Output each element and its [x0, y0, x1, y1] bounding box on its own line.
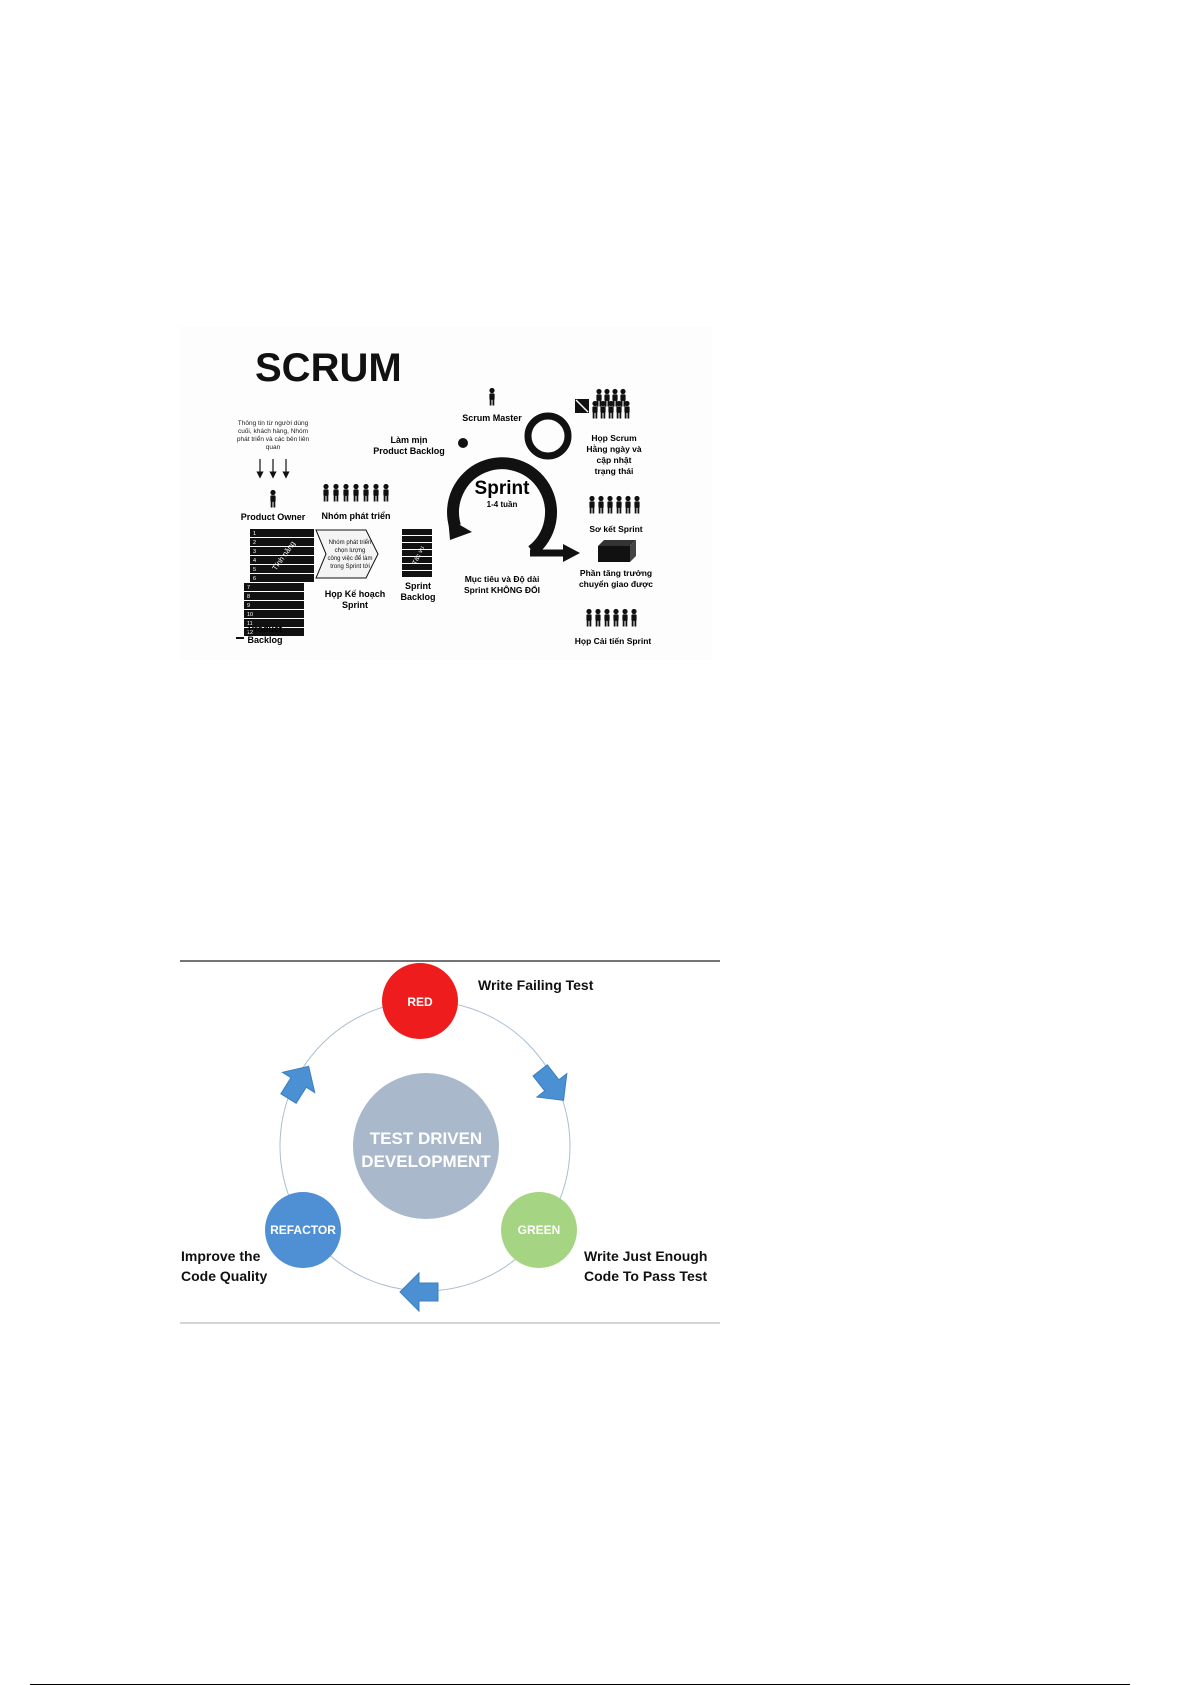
svg-text:Sprint KHÔNG ĐỔI: Sprint KHÔNG ĐỔI — [464, 584, 540, 595]
svg-text:quan: quan — [266, 444, 281, 451]
svg-text:cập nhật: cập nhật — [597, 455, 632, 465]
svg-text:Mục tiêu và Độ dài: Mục tiêu và Độ dài — [465, 574, 540, 584]
svg-text:Backlog: Backlog — [400, 592, 435, 602]
svg-text:8: 8 — [247, 594, 250, 600]
red-label: RED — [407, 995, 433, 1009]
sprint-planning-label: Họp Kế hoạch Sprint — [325, 589, 386, 610]
arrow-green-to-refactor-icon — [399, 1271, 439, 1313]
red-circle — [382, 963, 458, 1039]
sprint-duration: 1-4 tuần — [487, 500, 518, 509]
svg-text:Product: Product — [248, 624, 282, 634]
retrospective-label: Họp Cải tiến Sprint — [575, 636, 652, 646]
dev-team-icon — [323, 483, 389, 502]
svg-text:Product Backlog: Product Backlog — [373, 446, 445, 456]
scrum-title: SCRUM — [255, 346, 402, 390]
sprint-review-label: Sơ kết Sprint — [589, 524, 642, 534]
svg-text:Thông tin từ người dùng: Thông tin từ người dùng — [238, 420, 309, 427]
product-backlog-label: Product Backlog — [247, 624, 282, 645]
retrospective-icon — [586, 608, 637, 627]
svg-text:trong Sprint tới: trong Sprint tới — [330, 564, 370, 570]
svg-text:Code Quality: Code Quality — [181, 1268, 268, 1284]
svg-text:Phần tăng trưởng: Phần tăng trưởng — [580, 568, 652, 578]
svg-text:trạng thái: trạng thái — [595, 466, 634, 476]
svg-text:Nhóm phát triển: Nhóm phát triển — [329, 539, 372, 546]
cycle-arrows — [280, 1064, 568, 1313]
green-caption: Write Just Enough Code To Pass Test — [584, 1248, 708, 1284]
svg-text:phát triển và các bên liên: phát triển và các bên liên — [237, 435, 310, 443]
dev-team-label: Nhóm phát triển — [322, 511, 391, 521]
scrum-master-icon — [489, 387, 495, 406]
svg-text:Hằng ngày và: Hằng ngày và — [586, 443, 642, 454]
scrum-diagram: SCRUM Thông tin từ người dùng cuối, khác… — [180, 326, 712, 660]
svg-text:Sprint: Sprint — [405, 581, 431, 591]
arrow-red-to-green-icon — [532, 1064, 568, 1101]
svg-text:Họp Kế hoạch: Họp Kế hoạch — [325, 589, 386, 599]
refactor-caption: Improve the Code Quality — [181, 1248, 268, 1284]
svg-text:cuối, khách hàng, Nhóm: cuối, khách hàng, Nhóm — [238, 426, 308, 435]
refine-backlog-label: Làm mịn Product Backlog — [373, 435, 445, 456]
sprint-backlog-label: Sprint Backlog — [400, 581, 435, 602]
svg-text:2: 2 — [253, 540, 256, 546]
svg-text:12: 12 — [247, 630, 253, 636]
sprint-backlog-stack — [402, 529, 432, 577]
svg-text:10: 10 — [247, 612, 253, 618]
tdd-diagram: TEST DRIVEN DEVELOPMENT RED GREEN REFACT… — [180, 960, 720, 1324]
tdd-center-circle — [353, 1073, 499, 1219]
refactor-circle — [265, 1192, 341, 1268]
svg-text:9: 9 — [247, 603, 250, 609]
svg-text:DEVELOPMENT: DEVELOPMENT — [361, 1152, 491, 1171]
product-owner-label: Product Owner — [241, 512, 306, 522]
svg-text:5: 5 — [253, 567, 256, 573]
product-owner-icon — [270, 489, 276, 508]
input-info: Thông tin từ người dùng cuối, khách hàng… — [237, 420, 310, 451]
sprint-label: Sprint — [475, 478, 531, 499]
selection-chevron — [315, 529, 379, 579]
daily-scrum-icon — [575, 388, 630, 419]
increment-box-icon — [598, 540, 636, 562]
sprint-goal-label: Mục tiêu và Độ dài Sprint KHÔNG ĐỔI — [464, 574, 540, 595]
tdd-center-label: TEST DRIVEN DEVELOPMENT — [361, 1129, 491, 1171]
svg-text:1: 1 — [253, 531, 256, 537]
svg-text:6: 6 — [253, 576, 256, 582]
arrow-refactor-to-red-icon — [280, 1065, 316, 1105]
svg-text:4: 4 — [253, 558, 256, 564]
svg-text:Họp Scrum: Họp Scrum — [591, 433, 637, 443]
svg-text:Sprint: Sprint — [342, 600, 368, 610]
green-circle — [501, 1192, 577, 1268]
backlog-numbers: 1 2 3 4 5 6 7 8 9 10 11 12 — [247, 531, 256, 636]
green-label: GREEN — [518, 1223, 561, 1237]
product-backlog-stack — [236, 529, 314, 639]
dev-team-selects-text: Nhóm phát triển chọn lượng công việc để … — [327, 539, 372, 570]
sprint-loop — [447, 412, 580, 562]
red-caption: Write Failing Test — [478, 977, 594, 993]
svg-text:3: 3 — [253, 549, 256, 555]
daily-scrum-label: Họp Scrum Hằng ngày và cập nhật trạng th… — [586, 433, 642, 476]
svg-text:Làm mịn: Làm mịn — [390, 435, 427, 445]
svg-text:chọn lượng: chọn lượng — [335, 548, 366, 554]
refactor-label: REFACTOR — [270, 1223, 336, 1237]
svg-text:11: 11 — [247, 621, 253, 627]
svg-text:Write Just Enough: Write Just Enough — [584, 1248, 707, 1264]
svg-text:Code To Pass Test: Code To Pass Test — [584, 1268, 708, 1284]
scrum-master-label: Scrum Master — [462, 413, 522, 423]
svg-text:Backlog: Backlog — [247, 635, 282, 645]
svg-text:7: 7 — [247, 585, 250, 591]
svg-text:Improve the: Improve the — [181, 1248, 261, 1264]
input-arrows — [256, 459, 290, 479]
svg-text:TEST DRIVEN: TEST DRIVEN — [370, 1129, 482, 1148]
svg-text:công việc để làm: công việc để làm — [327, 555, 372, 562]
svg-text:chuyển giao được: chuyển giao được — [579, 579, 653, 589]
sprint-review-icon — [589, 495, 640, 514]
increment-label: Phần tăng trưởng chuyển giao được — [579, 568, 653, 589]
